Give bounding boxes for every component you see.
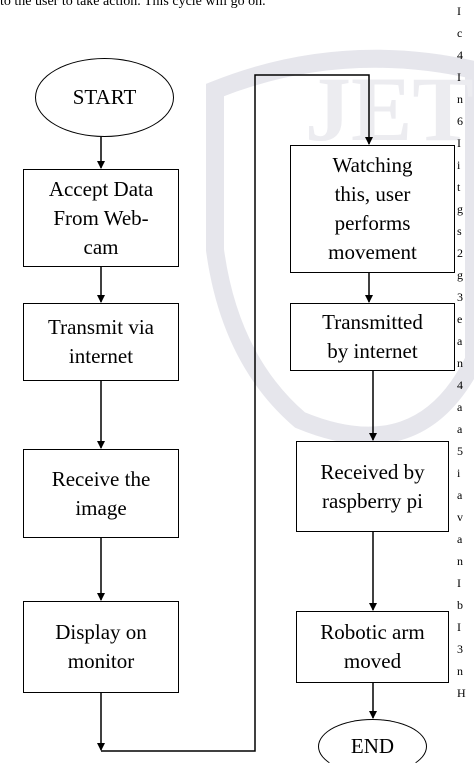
edge-text-fragment: 5 [457,444,463,458]
edge-text-fragment: 6 [457,114,463,128]
edge-text-fragment: i [457,158,461,172]
transmit-step: Transmit via internet [23,303,179,381]
edge-text-fragment: 4 [457,48,463,62]
edge-text-fragment: c [457,26,463,40]
edge-text-fragment: v [457,510,463,524]
edge-text-fragment: a [457,422,463,436]
edge-text-fragment: a [457,334,463,348]
edge-text-fragment: g [457,268,463,282]
edge-text-fragment: I [457,4,461,18]
edge-text-fragment: I [457,70,461,84]
edge-text-fragment: t [457,180,461,194]
user-movement-step: Watching this, user performs movement [290,145,455,273]
edge-text-fragment: H [457,686,466,700]
edge-text-fragment: I [457,576,461,590]
received-raspberry-step: Received by raspberry pi [296,441,449,532]
edge-text-fragment: a [457,400,463,414]
start-node: START [35,58,174,137]
accept-data-step: Accept Data From Web- cam [23,169,179,267]
transmitted-step: Transmitted by internet [290,303,455,371]
receive-image-step: Receive the image [23,449,179,538]
edge-text-fragment: a [457,532,463,546]
edge-text-fragment: I [457,620,461,634]
robotic-arm-step: Robotic arm moved [296,611,449,683]
edge-text-fragment: n [457,356,463,370]
edge-text-fragment: n [457,92,463,106]
edge-text-fragment: e [457,312,463,326]
edge-text-fragment: a [457,488,463,502]
edge-text-fragment: g [457,202,463,216]
edge-text-fragment: I [457,136,461,150]
loop-connector [101,74,373,752]
edge-text-fragment: 3 [457,290,463,304]
edge-text-fragment: 3 [457,642,463,656]
display-step: Display on monitor [23,601,179,693]
edge-text-fragment: i [457,466,461,480]
edge-text-fragment: 4 [457,378,463,392]
edge-text-fragment: n [457,664,463,678]
edge-text-fragment: n [457,554,463,568]
edge-text-fragment: 2 [457,246,463,260]
end-node: END [318,719,427,774]
caption-text: to the user to take action. This cycle w… [0,0,266,9]
edge-text-fragment: b [457,598,463,612]
edge-text-fragment: s [457,224,462,238]
